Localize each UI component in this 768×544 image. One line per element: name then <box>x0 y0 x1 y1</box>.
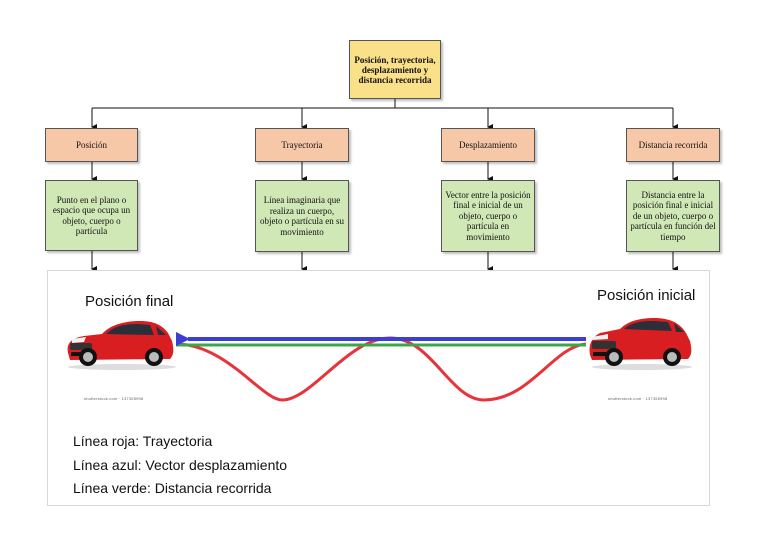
category-label: Distancia recorrida <box>638 140 708 150</box>
final-position-label: Posición final <box>85 293 174 310</box>
legend-trajectory: Línea roja: Trayectoria <box>73 433 213 449</box>
initial-position-label: Posición inicial <box>597 287 696 304</box>
category-label: Posición <box>75 140 107 150</box>
description-posicion: Punto en el plano o espacio que ocupa un… <box>45 180 138 251</box>
root-node: Posición, trayectoria, desplazamiento y … <box>349 40 441 99</box>
category-trayectoria: Trayectoria <box>255 128 349 162</box>
description-text: Punto en el plano o espacio que ocupa un… <box>52 194 131 237</box>
category-posicion: Posición <box>45 128 138 162</box>
description-text: Distancia entre la posición final e inic… <box>630 189 716 242</box>
car-initial-position <box>589 318 692 370</box>
description-trayectoria: Línea imaginaria que realiza un cuerpo, … <box>255 180 349 252</box>
car-caption-left: shutterstock.com · 137355998 <box>84 396 144 401</box>
legend-distance: Línea verde: Distancia recorrida <box>73 480 272 496</box>
trajectory-line <box>175 336 587 402</box>
car-caption-right: shutterstock.com · 137355998 <box>608 396 668 401</box>
illustration-panel <box>47 270 710 506</box>
legend-displacement: Línea azul: Vector desplazamiento <box>73 457 288 473</box>
description-text: Línea imaginaria que realiza un cuerpo, … <box>260 195 344 237</box>
car-final-position <box>67 321 176 370</box>
category-label: Desplazamiento <box>459 140 517 150</box>
description-text: Vector entre la posición final e inicial… <box>445 189 531 242</box>
category-desplazamiento: Desplazamiento <box>441 128 535 162</box>
root-title: Posición, trayectoria, desplazamiento y … <box>354 54 436 85</box>
category-label: Trayectoria <box>281 140 323 150</box>
description-distancia-recorrida: Distancia entre la posición final e inic… <box>626 180 720 252</box>
category-distancia-recorrida: Distancia recorrida <box>626 128 720 162</box>
description-desplazamiento: Vector entre la posición final e inicial… <box>441 180 535 252</box>
